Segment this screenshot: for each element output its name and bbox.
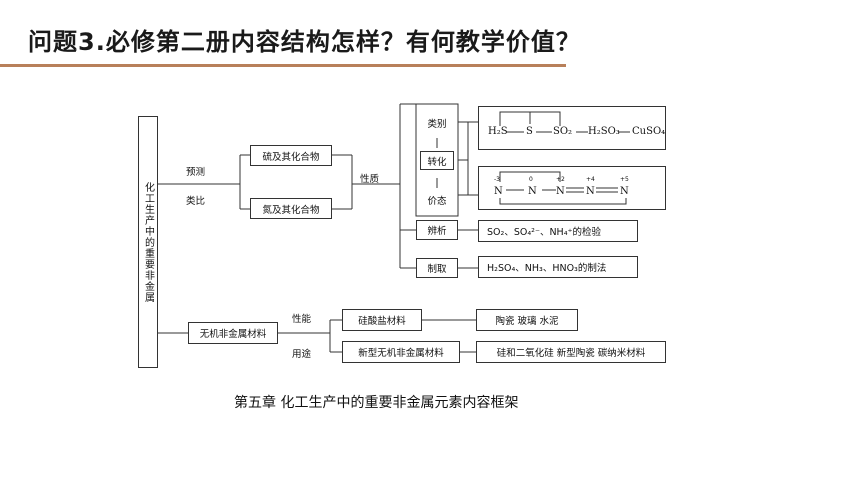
inorganic-materials-node: 无机非金属材料 [188, 322, 278, 344]
sulfur-compounds-node: 硫及其化合物 [250, 145, 332, 166]
sulfur-species: H₂S [488, 126, 508, 137]
valence-node: 价态 [420, 190, 454, 209]
usage-label: 用途 [292, 349, 312, 360]
performance-label: 性能 [292, 314, 312, 325]
predict-label: 预测 [186, 167, 206, 178]
sulfur-species: CuSO₄ [632, 126, 666, 137]
preparation-content: H₂SO₄、NH₃、HNO₃的制法 [478, 256, 638, 278]
preparation-node: 制取 [416, 258, 458, 278]
nitrogen-valence: +5 [620, 176, 629, 183]
silicate-examples: 陶瓷 玻璃 水泥 [476, 309, 578, 331]
nitrogen-species: N [620, 186, 629, 197]
nitrogen-valence: +2 [556, 176, 565, 183]
nitrogen-transform-box [478, 166, 666, 210]
nitrogen-species: N [586, 186, 595, 197]
nitrogen-valence: -3 [494, 176, 500, 183]
figure-caption: 第五章 化工生产中的重要非金属元素内容框架 [234, 395, 519, 411]
root-label: 化工生产中的重要非金属 [142, 181, 154, 303]
nitrogen-species: N [494, 186, 503, 197]
identify-node: 辨析 [416, 220, 458, 240]
sulfur-species: SO₂ [553, 126, 573, 137]
title-divider [0, 64, 566, 67]
analogy-label: 类比 [186, 196, 206, 207]
nitrogen-valence: +4 [586, 176, 595, 183]
new-material-examples: 硅和二氧化硅 新型陶瓷 碳纳米材料 [476, 341, 666, 363]
new-materials-node: 新型无机非金属材料 [342, 341, 460, 363]
transformation-node: 转化 [420, 151, 454, 170]
nitrogen-valence: 0 [529, 176, 533, 183]
category-node: 类别 [420, 113, 454, 132]
silicate-materials-node: 硅酸盐材料 [342, 309, 422, 331]
root-node: 化工生产中的重要非金属 [138, 116, 158, 368]
sulfur-transform-box [478, 106, 666, 150]
nitrogen-species: N [556, 186, 565, 197]
nitrogen-species: N [528, 186, 537, 197]
sulfur-species: S [526, 126, 533, 137]
sulfur-species: H₂SO₃ [588, 126, 620, 137]
properties-label: 性质 [360, 174, 380, 185]
identify-content: SO₂、SO₄²⁻、NH₄⁺的检验 [478, 220, 638, 242]
nitrogen-compounds-node: 氮及其化合物 [250, 198, 332, 219]
page-title: 问题3.必修第二册内容结构怎样？有何教学价值？ [28, 28, 581, 56]
